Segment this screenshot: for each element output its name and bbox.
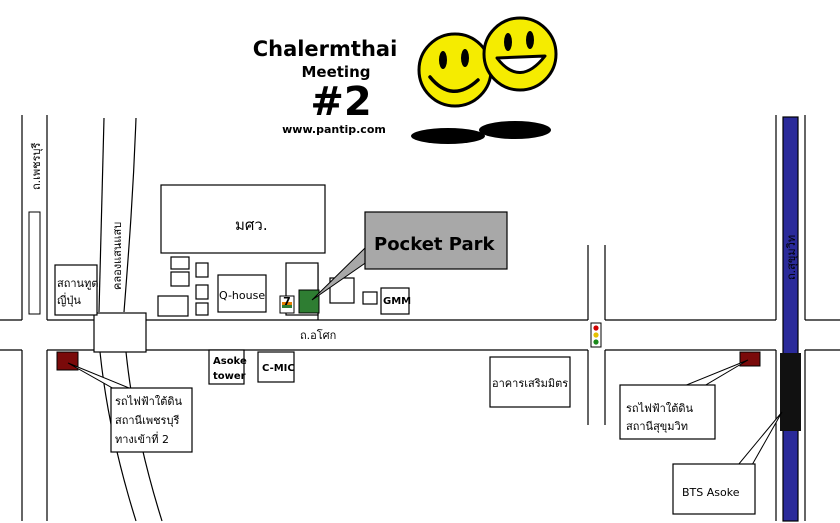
- label-asoke-tower-1: Asoke: [213, 356, 247, 367]
- pocket-park-label: Pocket Park: [374, 234, 496, 255]
- mrt-phetchaburi-line1: รถไฟฟ้าใต้ดิน: [115, 395, 183, 408]
- label-cmic: C-MIC: [262, 363, 295, 374]
- label-phetchaburi-road: ถ.เพชรบุรี: [30, 142, 43, 190]
- label-serm-mit: อาคารเสริมมิตร: [492, 377, 568, 390]
- label-qhouse: Q-house: [219, 289, 265, 302]
- title-chalermthai: Chalermthai: [253, 37, 398, 61]
- pocket-park-area: [298, 289, 320, 314]
- title-meeting: Meeting: [301, 63, 370, 81]
- japan-embassy-building: [54, 264, 98, 316]
- title-number: #2: [310, 79, 371, 125]
- bts-asoke-station: [780, 353, 801, 431]
- serm-mit-building: [489, 356, 571, 408]
- mrt-sukhumvit-line1: รถไฟฟ้าใต้ดิน: [626, 402, 694, 415]
- label-gmm: GMM: [383, 296, 411, 307]
- mrt-phetchaburi-line2: สถานีเพชรบุรี: [115, 414, 179, 427]
- qhouse-building: [217, 274, 267, 313]
- seven-eleven-label: 7: [283, 295, 291, 308]
- mrt-sukhumvit-line2: สถานีสุขุมวิท: [626, 420, 688, 433]
- bts-line: [782, 116, 799, 522]
- seven-eleven-logo: 7: [279, 295, 295, 314]
- label-asoke-tower-2: tower: [213, 371, 246, 382]
- traffic-light-icon: [590, 322, 602, 348]
- asoke-tower-building: [208, 349, 245, 385]
- gmm-building: [380, 287, 410, 315]
- mrt-phetchaburi-line3: ทางเข้าที่ 2: [115, 431, 169, 446]
- mrt-sukhumvit-marker: [739, 351, 761, 367]
- label-mahidol: มศว.: [235, 216, 268, 234]
- smiley-face-icon: [411, 32, 493, 144]
- bts-asoke-callout: BTS Asoke: [672, 411, 783, 515]
- pocket-park-callout: Pocket Park: [311, 211, 508, 301]
- bts-asoke-label: BTS Asoke: [682, 486, 740, 499]
- mrt-phetchaburi-callout: รถไฟฟ้าใต้ดิน สถานีเพชรบุรี ทางเข้าที่ 2: [67, 362, 193, 453]
- mahidol-building: [160, 184, 326, 254]
- label-canal: คลองแสนแสบ: [111, 222, 124, 290]
- label-asoke-road: ถ.อโศก: [300, 328, 336, 342]
- canal-bridge: [93, 312, 147, 353]
- label-sukhumvit-road: ถ.สุขุมวิท: [785, 235, 798, 280]
- label-japan-embassy-1: สถานทูต: [57, 277, 98, 290]
- laughing-face-icon: [479, 16, 558, 139]
- label-japan-embassy-2: ญี่ปุ่น: [57, 292, 81, 307]
- buildings: [54, 184, 571, 408]
- cmic-building: [257, 351, 295, 383]
- mrt-sukhumvit-callout: รถไฟฟ้าใต้ดิน สถานีสุขุมวิท: [619, 359, 749, 440]
- website-url: www.pantip.com: [282, 123, 386, 136]
